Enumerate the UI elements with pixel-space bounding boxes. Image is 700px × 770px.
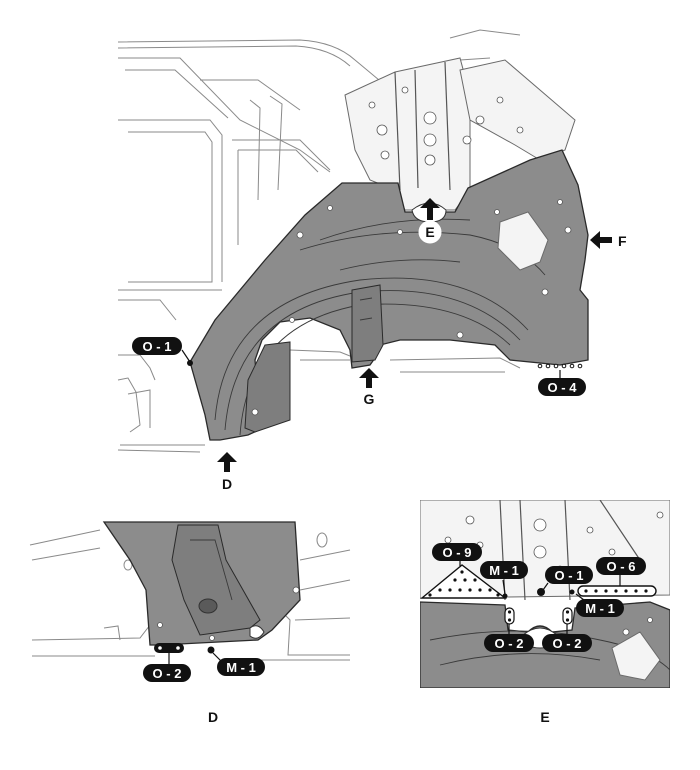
callout-o6-detail-e: O - 6 <box>596 557 646 586</box>
callout-o2-right-detail-e: O - 2 <box>542 624 592 652</box>
body-outline <box>117 29 521 453</box>
callout-o4-label: O - 4 <box>548 380 578 395</box>
callout-o2-d-label: O - 2 <box>153 666 182 681</box>
callout-o1-e-label: O - 1 <box>555 568 584 583</box>
arrow-g-label: G <box>364 391 375 407</box>
callout-m1-d-label: M - 1 <box>226 660 256 675</box>
arrow-f: F <box>590 231 627 249</box>
arrow-d: D <box>217 452 237 492</box>
detail-d-caption: D <box>208 709 218 725</box>
detail-e-caption: E <box>540 709 549 725</box>
callout-o9-label: O - 9 <box>443 545 472 560</box>
callout-o2-right-label: O - 2 <box>553 636 582 651</box>
callout-m1-left-label: M - 1 <box>489 563 519 578</box>
detail-e-panel <box>420 500 670 688</box>
callout-m1-left-detail-e: M - 1 <box>480 561 528 595</box>
arrow-f-label: F <box>618 233 627 249</box>
main-view: O - 1 O - 4 E F G D <box>117 29 627 492</box>
detail-d-outline <box>29 529 351 661</box>
callout-o2-left-detail-e: O - 2 <box>484 624 534 652</box>
callout-o4-main: O - 4 <box>538 370 586 396</box>
arrow-e: E <box>418 198 442 244</box>
callout-m1-right-label: M - 1 <box>585 601 615 616</box>
arrow-d-label: D <box>222 476 232 492</box>
detail-d-view: O - 2 M - 1 D <box>29 521 351 725</box>
callout-o1-main: O - 1 <box>132 337 193 366</box>
callout-m1-detail-d: M - 1 <box>207 646 265 676</box>
callout-m1-right-detail-e: M - 1 <box>575 593 624 617</box>
callout-o1-label: O - 1 <box>143 339 172 354</box>
detail-d-panel <box>102 521 301 646</box>
callout-o6-label: O - 6 <box>607 559 636 574</box>
arrow-g: G <box>359 368 379 407</box>
detail-e-view: O - 9 M - 1 O - 1 O - 6 M - 1 <box>420 500 670 725</box>
upper-pillar <box>344 57 576 211</box>
callout-o2-left-label: O - 2 <box>495 636 524 651</box>
callout-o2-detail-d: O - 2 <box>143 643 191 682</box>
callout-o9-detail-e: O - 9 <box>432 543 482 566</box>
inner-wheelhouse-panel <box>189 149 589 441</box>
arrow-e-label: E <box>425 224 434 240</box>
callout-o1-detail-e: O - 1 <box>542 566 593 591</box>
